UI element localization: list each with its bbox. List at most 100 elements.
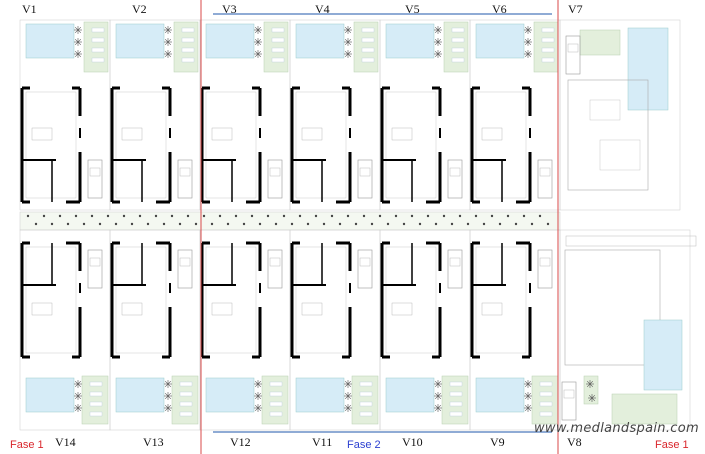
car-icon — [267, 159, 283, 199]
palm-icon — [164, 26, 172, 34]
palm-icon — [254, 404, 262, 412]
tree-icon — [442, 214, 446, 218]
sun-lounger — [451, 57, 465, 63]
sun-lounger — [269, 401, 283, 407]
tree-icon — [394, 214, 398, 218]
tree-icon — [82, 222, 86, 226]
sun-lounger — [271, 57, 285, 63]
car-icon — [87, 159, 103, 199]
tree-icon — [218, 214, 222, 218]
sun-lounger — [181, 37, 195, 43]
tree-icon — [266, 214, 270, 218]
car-windshield — [359, 167, 371, 177]
tree-icon — [466, 222, 470, 226]
palm-icon — [344, 50, 352, 58]
sun-lounger — [361, 37, 375, 43]
kitchen-island — [31, 127, 53, 141]
tree-icon — [306, 222, 310, 226]
furniture-v7 — [599, 139, 641, 171]
sun-lounger — [181, 57, 195, 63]
car-icon — [537, 249, 553, 289]
tree-icon — [362, 214, 366, 218]
tree-icon — [202, 214, 206, 218]
sun-lounger — [179, 411, 193, 417]
palm-icon — [524, 404, 532, 412]
interior-furniture — [385, 91, 437, 199]
tree-icon — [34, 222, 38, 226]
palm-icon — [164, 38, 172, 46]
sun-lounger — [451, 47, 465, 53]
tree-icon — [506, 214, 510, 218]
sun-lounger — [539, 401, 553, 407]
tree-icon — [322, 222, 326, 226]
interior-furniture — [475, 91, 527, 199]
sun-lounger — [269, 411, 283, 417]
tree-icon — [90, 214, 94, 218]
villa-label-v11: V11 — [312, 435, 333, 449]
pool — [205, 23, 255, 59]
sun-lounger — [89, 411, 103, 417]
sun-lounger — [539, 411, 553, 417]
tree-icon — [210, 222, 214, 226]
sun-lounger — [359, 391, 373, 397]
palm-icon — [434, 50, 442, 58]
car-windshield — [539, 257, 551, 267]
garden-v8 — [611, 393, 678, 425]
car-icon — [267, 249, 283, 289]
pool — [475, 377, 525, 413]
watermark: www.medlandspain.com — [534, 421, 699, 436]
tree-icon — [482, 222, 486, 226]
sun-lounger — [541, 47, 555, 53]
tree-icon — [282, 214, 286, 218]
tree-icon — [370, 222, 374, 226]
tree-icon — [194, 222, 198, 226]
villa-label-v7: V7 — [568, 2, 583, 16]
sun-lounger — [541, 37, 555, 43]
sun-lounger — [179, 391, 193, 397]
phase-label-fase2: Fase 2 — [347, 439, 381, 451]
pool — [115, 377, 165, 413]
sun-lounger — [449, 391, 463, 397]
sun-lounger — [361, 57, 375, 63]
tree-icon — [106, 214, 110, 218]
tree-icon — [122, 214, 126, 218]
car-windshield — [359, 257, 371, 267]
pool — [115, 23, 165, 59]
tree-icon — [546, 222, 550, 226]
sun-lounger — [449, 401, 463, 407]
tree-icon — [378, 214, 382, 218]
kitchen-island — [121, 127, 143, 141]
sun-lounger — [179, 381, 193, 387]
tree-icon — [530, 222, 534, 226]
car-windshield — [269, 257, 281, 267]
pool — [475, 23, 525, 59]
car-icon — [177, 159, 193, 199]
tree-icon — [234, 214, 238, 218]
car-windshield — [563, 389, 575, 399]
sun-lounger — [359, 411, 373, 417]
palm-icon — [524, 50, 532, 58]
car-windshield — [269, 167, 281, 177]
tree-icon — [74, 214, 78, 218]
tree-icon — [154, 214, 158, 218]
palm-icon — [588, 394, 596, 402]
palm-icon — [434, 404, 442, 412]
pool — [385, 23, 435, 59]
tree-icon — [346, 214, 350, 218]
pool-v8 — [643, 319, 683, 391]
car-windshield — [449, 167, 461, 177]
car-icon-v8 — [561, 381, 577, 421]
tree-icon — [186, 214, 190, 218]
tree-icon — [514, 222, 518, 226]
car-icon — [447, 159, 463, 199]
tree-icon — [386, 222, 390, 226]
sun-lounger — [181, 27, 195, 33]
tree-icon — [354, 222, 358, 226]
car-icon — [87, 249, 103, 289]
tree-icon — [314, 214, 318, 218]
sun-lounger — [539, 381, 553, 387]
villa-label-v8: V8 — [567, 435, 582, 449]
palm-icon — [344, 38, 352, 46]
tree-icon — [242, 222, 246, 226]
